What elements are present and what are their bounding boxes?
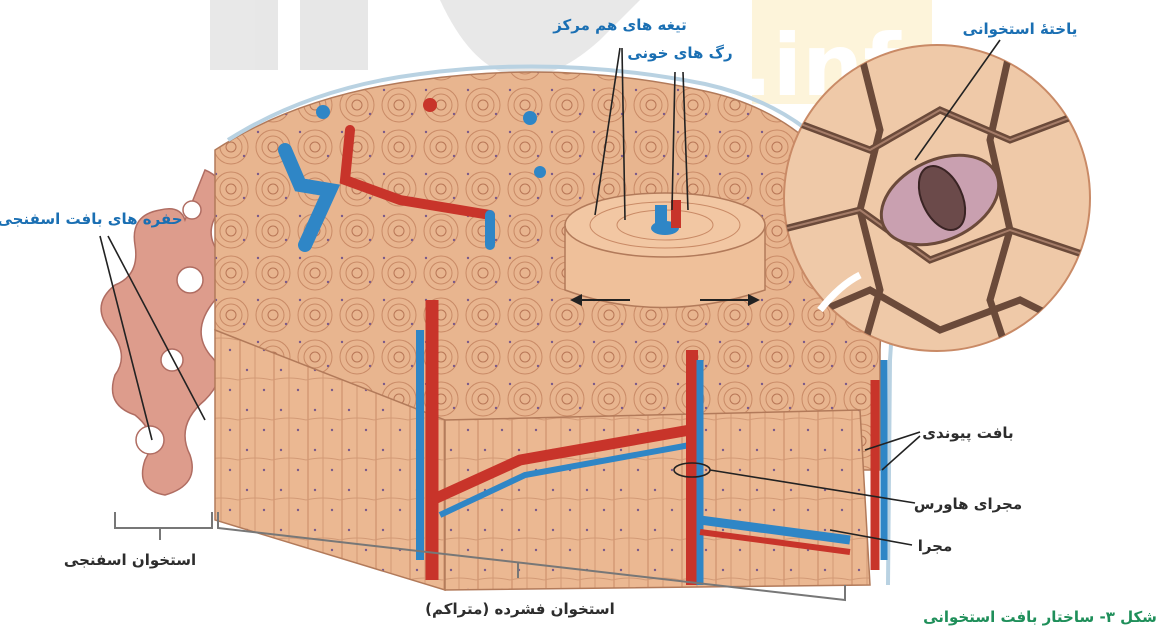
vessel-stub-3	[316, 105, 330, 119]
label-compact-bone: استخوان فشرده (متراکم)	[425, 600, 615, 618]
spongy-hole-2	[161, 349, 183, 371]
vessel-stub-2	[523, 111, 537, 125]
spongy-hole-1	[177, 267, 203, 293]
osteon-vessel-blue	[655, 205, 667, 231]
label-bone-cell: یاختهٔ استخوانی	[963, 20, 1078, 38]
watermark-bar-2	[300, 0, 368, 70]
label-canal: مجرا	[918, 537, 953, 555]
label-blood-vessels: رگ های خونی	[627, 44, 732, 62]
watermark-bar-1	[210, 0, 278, 70]
label-connective-tissue: بافت پیوندی	[922, 424, 1013, 443]
label-spongy-cavities: حفره های بافت اسفنجی	[0, 210, 183, 228]
label-haversian-canal: مجرای هاورس	[914, 495, 1022, 513]
bracket-spongy	[115, 512, 212, 540]
vessel-stub-1	[423, 98, 437, 112]
label-figure-caption: شکل ۳- ساختار بافت استخوانی	[923, 608, 1157, 626]
label-spongy-bone: استخوان اسفنجی	[64, 551, 196, 569]
spongy-hole-4	[183, 201, 201, 219]
compact-bone-block	[215, 66, 891, 590]
vessel-stub-4	[534, 166, 546, 178]
label-lamellae: تیغه های هم مرکز	[552, 16, 687, 34]
